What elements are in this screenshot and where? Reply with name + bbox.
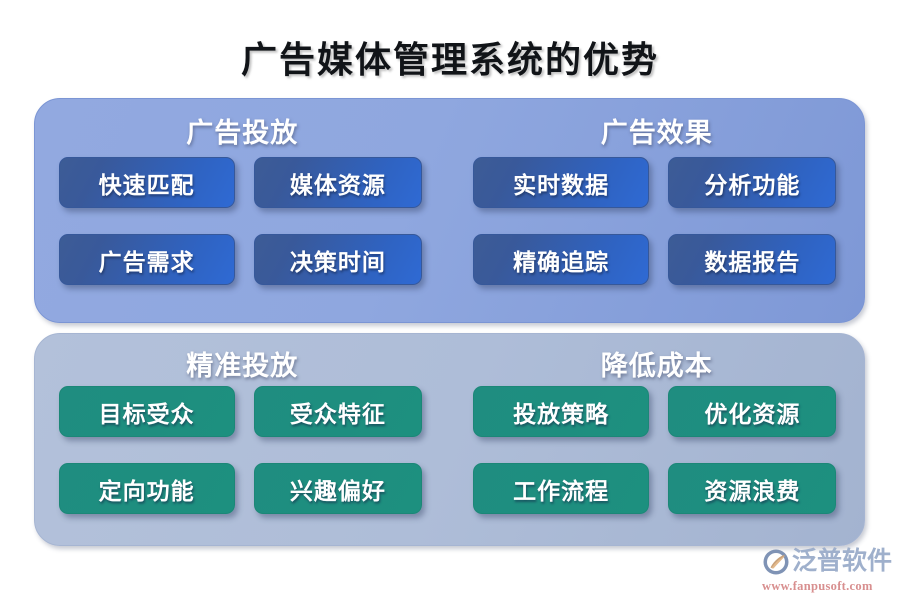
card-item[interactable]: 决策时间 <box>253 234 422 285</box>
card-item[interactable]: 投放策略 <box>473 386 650 437</box>
page-title: 广告媒体管理系统的优势 <box>240 40 659 80</box>
card-grid-ad-effect: 实时数据 分析功能 精确追踪 数据报告 <box>450 157 865 285</box>
card-item[interactable]: 数据报告 <box>668 234 837 285</box>
card-item[interactable]: 工作流程 <box>473 463 650 514</box>
panel-advertising: 广告投放 快速匹配 媒体资源 广告需求 决策时间 广告效果 实时数据 分析功能 … <box>34 98 865 323</box>
card-grid-precise-delivery: 目标受众 受众特征 定向功能 兴趣偏好 <box>35 386 450 514</box>
card-item[interactable]: 优化资源 <box>668 386 837 437</box>
brand-name: 泛普软件 <box>792 548 893 575</box>
card-item[interactable]: 快速匹配 <box>58 157 235 208</box>
card-item[interactable]: 实时数据 <box>473 157 650 208</box>
fanpu-swoosh-icon <box>762 548 790 576</box>
card-item[interactable]: 精确追踪 <box>473 234 650 285</box>
card-item[interactable]: 定向功能 <box>58 463 235 514</box>
brand-watermark: 泛普软件 www.fanpusoft.com <box>762 546 896 596</box>
card-grid-ad-delivery: 快速匹配 媒体资源 广告需求 决策时间 <box>35 157 450 285</box>
card-item[interactable]: 分析功能 <box>668 157 837 208</box>
card-item[interactable]: 目标受众 <box>58 386 235 437</box>
card-item[interactable]: 资源浪费 <box>668 463 837 514</box>
group-heading-ad-effect: 广告效果 <box>600 118 713 148</box>
panel-targeting: 精准投放 目标受众 受众特征 定向功能 兴趣偏好 降低成本 投放策略 优化资源 … <box>34 333 865 546</box>
group-cost-reduction: 降低成本 投放策略 优化资源 工作流程 资源浪费 <box>450 334 865 545</box>
group-heading-cost-reduction: 降低成本 <box>600 351 713 381</box>
brand-url: www.fanpusoft.com <box>762 579 873 593</box>
group-ad-effect: 广告效果 实时数据 分析功能 精确追踪 数据报告 <box>450 99 865 322</box>
brand-row: 泛普软件 <box>762 546 896 578</box>
group-ad-delivery: 广告投放 快速匹配 媒体资源 广告需求 决策时间 <box>35 99 450 322</box>
card-grid-cost-reduction: 投放策略 优化资源 工作流程 资源浪费 <box>450 386 865 514</box>
card-item[interactable]: 兴趣偏好 <box>253 463 422 514</box>
group-precise-delivery: 精准投放 目标受众 受众特征 定向功能 兴趣偏好 <box>35 334 450 545</box>
group-heading-precise-delivery: 精准投放 <box>186 351 299 381</box>
card-item[interactable]: 媒体资源 <box>253 157 422 208</box>
card-item[interactable]: 广告需求 <box>58 234 235 285</box>
card-item[interactable]: 受众特征 <box>253 386 422 437</box>
group-heading-ad-delivery: 广告投放 <box>186 118 299 148</box>
